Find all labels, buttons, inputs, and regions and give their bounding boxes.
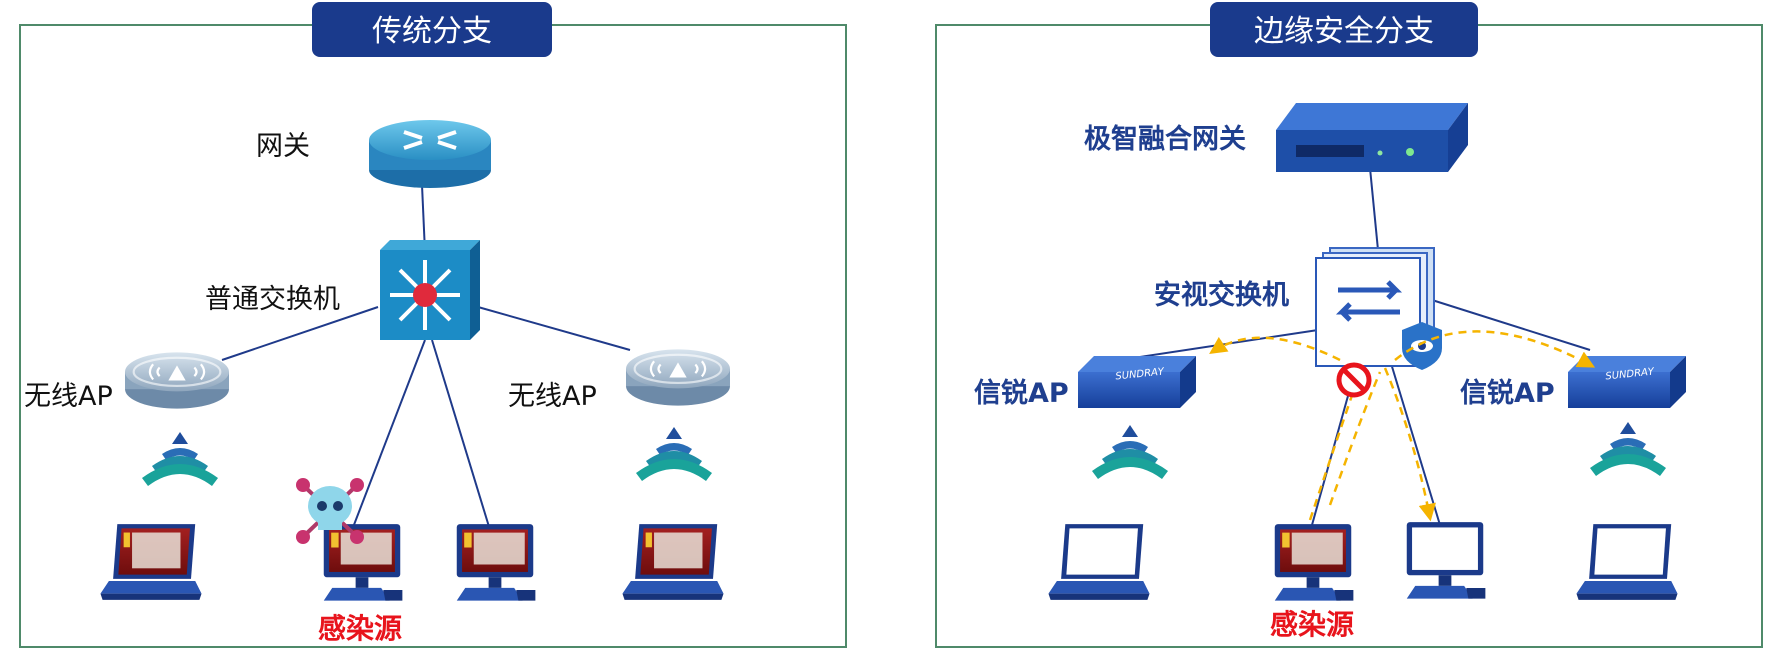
laptop-infected-right-icon: [622, 524, 724, 600]
ap-right-icon: [624, 348, 732, 407]
right-panel-title: 边缘安全分支: [1254, 14, 1434, 49]
desktop-infected-icon: [456, 524, 536, 601]
left-panel: 传统分支 网关 普通交换机: [19, 2, 847, 648]
infection-source-label: 感染源: [318, 612, 402, 645]
laptop-infected-icon: [100, 524, 202, 600]
wifi-right-left-icon: [1092, 425, 1168, 479]
desktop-clean-icon: [1406, 522, 1486, 599]
sundray-ap-right-label: 信锐AP: [1460, 378, 1555, 409]
fusion-gateway-label: 极智融合网关: [1084, 123, 1246, 155]
block-icon: [1336, 362, 1372, 398]
sundray-ap-left-icon: SUNDRAY: [1078, 356, 1196, 408]
wifi-left-icon: [142, 432, 218, 486]
right-panel: 边缘安全分支 极智融合网关: [935, 2, 1763, 648]
sundray-ap-right-icon: SUNDRAY: [1568, 356, 1686, 408]
wifi-right-right-icon: [1590, 422, 1666, 476]
ap-left-icon: [123, 351, 231, 410]
wifi-right-icon: [636, 427, 712, 481]
gateway-label: 网关: [256, 131, 310, 162]
sundray-left-brand: SUNDRAY: [1115, 366, 1166, 382]
sundray-ap-left-label: 信锐AP: [974, 378, 1069, 409]
ap-right-label: 无线AP: [508, 381, 597, 412]
right-title-badge: [1210, 2, 1478, 57]
left-title-badge: [312, 2, 552, 57]
router-icon: [369, 120, 491, 188]
virus-skull-icon: [296, 478, 364, 544]
left-links: [221, 184, 631, 531]
switch-label: 普通交换机: [205, 284, 340, 315]
ap-left-label: 无线AP: [24, 381, 113, 412]
laptop-clean-icon: [1048, 524, 1150, 600]
left-panel-title: 传统分支: [372, 14, 492, 49]
secure-switch-label: 安视交换机: [1154, 279, 1289, 311]
switch-icon: [380, 240, 480, 340]
infection-source-label-right: 感染源: [1270, 608, 1354, 641]
desktop-infected-source-icon-right: [1274, 524, 1354, 601]
fusion-gateway-icon: [1276, 103, 1468, 172]
laptop-clean-right-icon: [1576, 524, 1678, 600]
secure-switch-icon: [1315, 247, 1442, 370]
sundray-right-brand: SUNDRAY: [1605, 366, 1656, 382]
